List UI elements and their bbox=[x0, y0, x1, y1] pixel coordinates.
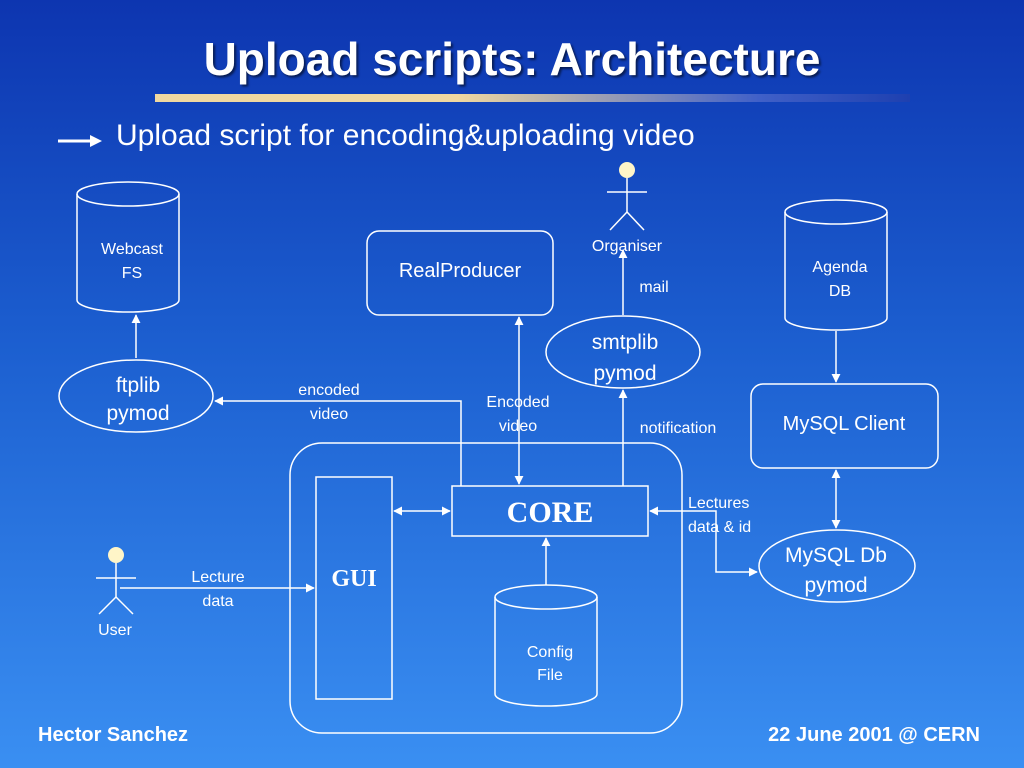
core-label: CORE bbox=[507, 496, 594, 529]
webcast-fs-label-2: FS bbox=[122, 265, 142, 282]
ftplib-node bbox=[58, 359, 214, 433]
lectures-data-label-2: data & id bbox=[688, 519, 751, 536]
config-file-label-2: File bbox=[537, 667, 563, 684]
webcast-fs-label-1: Webcast bbox=[101, 241, 164, 258]
core-mysql-db-arrow bbox=[649, 506, 758, 577]
realproducer-label: RealProducer bbox=[399, 260, 522, 282]
agenda-db-database-icon bbox=[784, 199, 888, 331]
gui-label: GUI bbox=[331, 566, 376, 592]
gui-box bbox=[315, 476, 393, 700]
user-head-icon bbox=[108, 547, 124, 563]
config-file-label-1: Config bbox=[527, 644, 573, 661]
mysql-client-box bbox=[750, 383, 939, 469]
encoded-video-left-1: encoded bbox=[298, 382, 359, 399]
ftplib-label-2: pymod bbox=[106, 402, 169, 425]
mail-label: mail bbox=[639, 279, 668, 296]
mysql-client-label: MySQL Client bbox=[783, 413, 906, 435]
smtplib-label-1: smtplib bbox=[592, 331, 659, 354]
mysql-db-label-2: pymod bbox=[804, 574, 867, 597]
core-box bbox=[451, 485, 649, 537]
core-to-ftplib-arrow bbox=[214, 396, 462, 486]
bullet-arrow-icon bbox=[58, 135, 102, 147]
agenda-db-label-1: Agenda bbox=[812, 259, 867, 276]
user-actor-icon bbox=[96, 563, 136, 615]
lecture-data-label-1: Lecture bbox=[191, 569, 244, 586]
mysql-db-label-1: MySQL Db bbox=[785, 544, 887, 567]
lectures-data-label-1: Lectures bbox=[688, 495, 749, 512]
smtplib-label-2: pymod bbox=[593, 362, 656, 385]
title-underline bbox=[155, 94, 910, 102]
webcast-fs-database-icon bbox=[76, 181, 180, 313]
notification-label: notification bbox=[640, 420, 717, 437]
organiser-head-icon bbox=[619, 162, 635, 178]
encoded-video-center-2: video bbox=[499, 418, 537, 435]
ftplib-label-1: ftplib bbox=[116, 374, 160, 397]
agenda-db-label-2: DB bbox=[829, 283, 851, 300]
smtplib-node bbox=[545, 315, 701, 389]
slide-title: Upload scripts: Architecture bbox=[203, 33, 821, 85]
encoded-video-center-1: Encoded bbox=[486, 394, 549, 411]
organiser-label: Organiser bbox=[592, 238, 663, 255]
bullet-text: Upload script for encoding&uploading vid… bbox=[116, 119, 695, 152]
encoded-video-left-2: video bbox=[310, 406, 348, 423]
footer-date: 22 June 2001 @ CERN bbox=[768, 724, 980, 746]
user-label: User bbox=[98, 622, 132, 639]
lecture-data-label-2: data bbox=[202, 593, 233, 610]
footer-author: Hector Sanchez bbox=[38, 724, 189, 746]
mysql-db-node bbox=[758, 529, 916, 603]
organiser-actor-icon bbox=[607, 178, 647, 231]
realproducer-box bbox=[366, 230, 554, 316]
